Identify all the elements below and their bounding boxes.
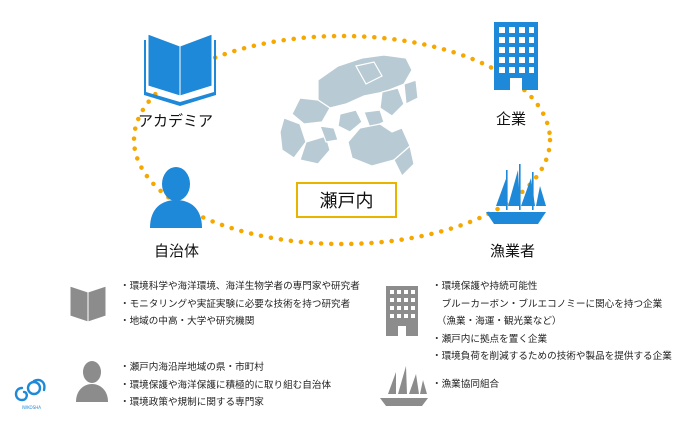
description-line: ・環境政策や規制に関する専門家 bbox=[120, 397, 264, 408]
sailboat-icon bbox=[380, 366, 428, 406]
description-line: ・瀬戸内海沿岸地域の県・市町村 bbox=[120, 362, 264, 373]
setouchi-map bbox=[279, 54, 419, 178]
book-icon bbox=[144, 33, 216, 106]
description-line: ・環境科学や海洋環境、海洋生物学者の専門家や研究者 bbox=[120, 281, 360, 292]
person-icon bbox=[150, 167, 202, 228]
academia-description: ・環境科学や海洋環境、海洋生物学者の専門家や研究者 ・モニタリングや実証実験に必… bbox=[120, 278, 360, 331]
description-line: ・瀬戸内に拠点を置く企業 bbox=[432, 333, 548, 345]
company-description: ・環境保護や持続可能性 ブルーカーボン・ブルエコノミーに関心を持つ企業 （漁業・… bbox=[432, 278, 672, 366]
node-label-company: 企業 bbox=[496, 110, 527, 128]
building-icon bbox=[386, 286, 418, 336]
fishery-description: ・漁業協同組合 bbox=[432, 376, 499, 394]
description-line: ・地域の中高・大学や研究機関 bbox=[120, 316, 255, 327]
node-label-municipality: 自治体 bbox=[154, 242, 200, 260]
description-line: ・環境保護や海洋保護に積極的に取り組む自治体 bbox=[120, 379, 332, 391]
node-label-fishery: 漁業者 bbox=[490, 242, 536, 260]
municipality-description: ・瀬戸内海沿岸地域の県・市町村 ・環境保護や海洋保護に積極的に取り組む自治体 ・… bbox=[120, 359, 331, 412]
node-label-academia: アカデミア bbox=[138, 112, 214, 130]
description-line: ・環境負荷を削減するための技術や製品を提供する企業 bbox=[432, 351, 672, 362]
logo-text: IWKOSHA bbox=[22, 405, 41, 410]
sailboat-icon bbox=[486, 164, 546, 224]
description-line: （漁業・海運・観光業など） bbox=[432, 316, 562, 327]
person-icon bbox=[76, 361, 108, 402]
building-icon bbox=[494, 22, 538, 90]
center-region-box: 瀬戸内 bbox=[296, 182, 397, 218]
description-line: ・環境保護や持続可能性 bbox=[432, 281, 538, 292]
book-icon bbox=[69, 285, 107, 323]
center-region-label: 瀬戸内 bbox=[319, 191, 374, 212]
description-line: ・漁業協同組合 bbox=[432, 379, 500, 390]
logo bbox=[14, 378, 46, 402]
description-line: ブルーカーボン・ブルエコノミーに関心を持つ企業 bbox=[432, 298, 663, 310]
description-line: ・モニタリングや実証実験に必要な技術を持つ研究者 bbox=[120, 298, 351, 310]
connector-ellipse bbox=[131, 33, 553, 247]
